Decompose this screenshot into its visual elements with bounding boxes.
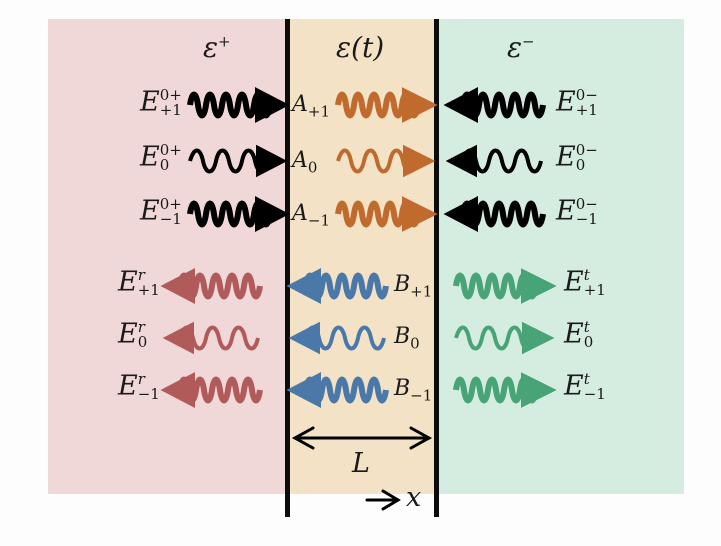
inner-backward-wave-0 [288, 321, 386, 355]
transmitted-wave-plus1 [456, 268, 557, 304]
inner-forward-wave-minus1 [338, 196, 438, 232]
label-A-minus1: A−1 [292, 201, 331, 230]
label-B-plus1: B+1 [394, 272, 433, 301]
left-interface-line [285, 19, 290, 517]
label-B-minus1: B−1 [394, 376, 433, 405]
reflected-wave-0 [162, 321, 260, 355]
inner-forward-wave-0 [336, 144, 436, 178]
x-axis-label: x [406, 482, 422, 513]
reflected-wave-plus1 [160, 268, 260, 304]
transmitted-wave-0 [454, 321, 555, 355]
x-axis-arrow [365, 489, 401, 511]
reflected-wave-minus1 [160, 372, 260, 408]
inner-forward-wave-plus1 [338, 87, 438, 123]
right-interface-line [434, 19, 439, 517]
incident-right-wave-plus1 [443, 87, 543, 123]
inner-backward-wave-minus1 [286, 372, 386, 408]
label-B-0: B0 [394, 324, 420, 353]
incident-left-wave-minus1 [190, 196, 290, 232]
incident-left-wave-plus1 [190, 87, 290, 123]
incident-right-wave-0 [445, 144, 543, 178]
epsilon-minus-label: ε− [507, 31, 535, 64]
length-double-arrow [291, 426, 433, 450]
inner-backward-wave-plus1 [286, 268, 386, 304]
epsilon-plus-label: ε+ [203, 31, 231, 64]
incident-right-wave-minus1 [443, 196, 543, 232]
label-A-0: A0 [292, 148, 318, 177]
incident-left-wave-0 [188, 144, 288, 178]
transmitted-wave-minus1 [456, 372, 557, 408]
epsilon-t-label: ε(t) [336, 31, 385, 64]
label-A-plus1: A+1 [292, 92, 331, 121]
length-label: L [352, 448, 370, 479]
